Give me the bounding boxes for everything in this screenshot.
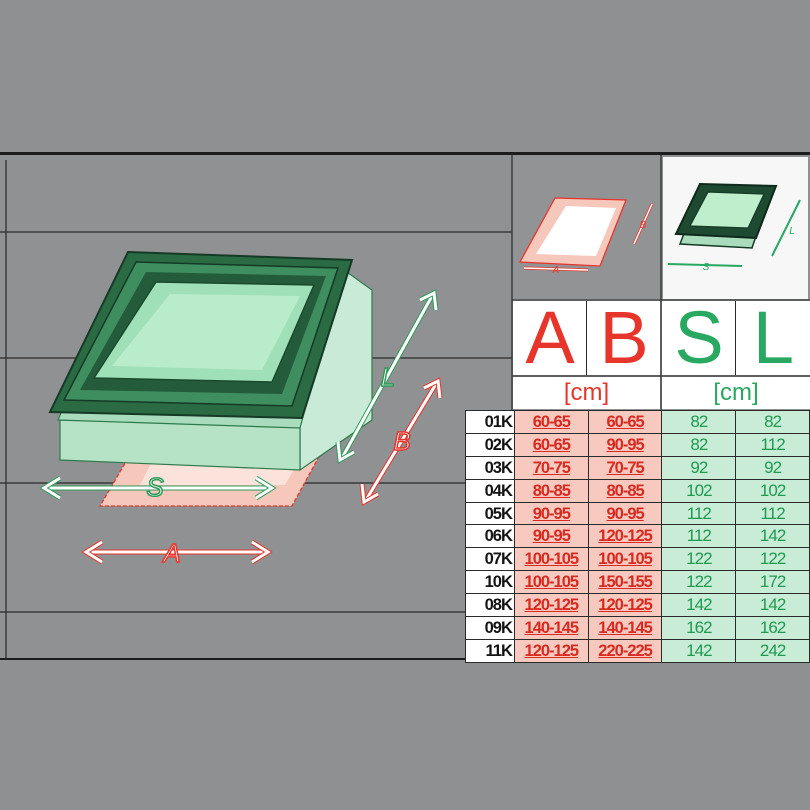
cell-s: 102 [661, 478, 737, 503]
cell-s: 142 [661, 593, 737, 618]
cell-l: 142 [735, 524, 810, 549]
cell-b: 100-105 [587, 547, 663, 572]
cell-b: 220-225 [587, 638, 663, 663]
thumb-b-label: B [640, 220, 647, 231]
cell-s: 92 [661, 455, 737, 480]
cell-code: 04K [465, 478, 515, 503]
cell-l: 142 [735, 593, 810, 618]
cell-code: 06K [465, 524, 515, 549]
cell-a: 70-75 [513, 455, 589, 480]
cell-a: 140-145 [513, 616, 589, 640]
cell-l: 112 [735, 501, 810, 526]
cell-a: 90-95 [513, 524, 589, 549]
cell-b: 120-125 [587, 593, 663, 618]
cell-b: 80-85 [587, 478, 663, 503]
a-dimension-label: A [161, 538, 180, 568]
cell-s: 82 [661, 432, 737, 457]
l-dimension-label: L [381, 362, 395, 392]
skylight-frame [48, 250, 373, 472]
cell-code: 01K [465, 410, 515, 434]
cell-s: 142 [661, 638, 737, 663]
cell-b: 90-95 [587, 432, 663, 457]
cell-a: 80-85 [513, 478, 589, 503]
cell-a: 100-105 [513, 547, 589, 572]
cell-code: 09K [465, 616, 515, 640]
cell-b: 90-95 [587, 501, 663, 526]
thumb-s-label: S [703, 262, 710, 273]
opening-thumbnail [514, 157, 660, 299]
cell-b: 70-75 [587, 455, 663, 480]
a-dimension-arrow [81, 539, 273, 565]
cell-b: 120-125 [587, 524, 663, 549]
cell-l: 102 [735, 478, 810, 503]
header-grid [512, 299, 810, 410]
cell-code: 05K [465, 501, 515, 526]
cell-code: 10K [465, 570, 515, 595]
cell-b: 150-155 [587, 570, 663, 595]
header-letter-a: A [513, 301, 586, 375]
cell-code: 02K [465, 432, 515, 457]
s-dimension-arrow [39, 475, 277, 501]
unit-label-sl: [cm] [662, 377, 810, 409]
header-letter-s: S [662, 301, 735, 375]
thumb-a-label: A [552, 265, 560, 276]
b-dimension-label: B [393, 426, 410, 456]
cell-l: 82 [735, 410, 810, 434]
skylight-thumbnail [663, 157, 808, 299]
cell-b: 60-65 [587, 410, 663, 434]
cell-a: 60-65 [513, 410, 589, 434]
cell-s: 112 [661, 501, 737, 526]
cell-code: 11K [465, 638, 515, 663]
cell-s: 112 [661, 524, 737, 549]
thumb-l-label: L [789, 226, 795, 237]
cell-l: 122 [735, 547, 810, 572]
header-divider-ab [586, 301, 587, 375]
cell-a: 60-65 [513, 432, 589, 457]
cell-code: 03K [465, 455, 515, 480]
l-dimension-arrow [335, 289, 439, 465]
b-dimension-arrow [359, 377, 443, 507]
header-letter-l: L [736, 301, 810, 375]
cell-s: 122 [661, 570, 737, 595]
cell-a: 90-95 [513, 501, 589, 526]
cell-l: 242 [735, 638, 810, 663]
cell-l: 172 [735, 570, 810, 595]
cell-code: 07K [465, 547, 515, 572]
cell-b: 140-145 [587, 616, 663, 640]
cell-a: 120-125 [513, 593, 589, 618]
cell-s: 122 [661, 547, 737, 572]
cell-a: 100-105 [513, 570, 589, 595]
cell-s: 162 [661, 616, 737, 640]
cell-a: 120-125 [513, 638, 589, 663]
cell-l: 92 [735, 455, 810, 480]
header-letter-b: B [587, 301, 660, 375]
unit-label-ab: [cm] [513, 377, 660, 409]
header-divider-sl [735, 301, 736, 375]
cell-l: 162 [735, 616, 810, 640]
cell-s: 82 [661, 410, 737, 434]
s-dimension-label: S [146, 472, 164, 502]
cell-code: 08K [465, 593, 515, 618]
cell-l: 112 [735, 432, 810, 457]
